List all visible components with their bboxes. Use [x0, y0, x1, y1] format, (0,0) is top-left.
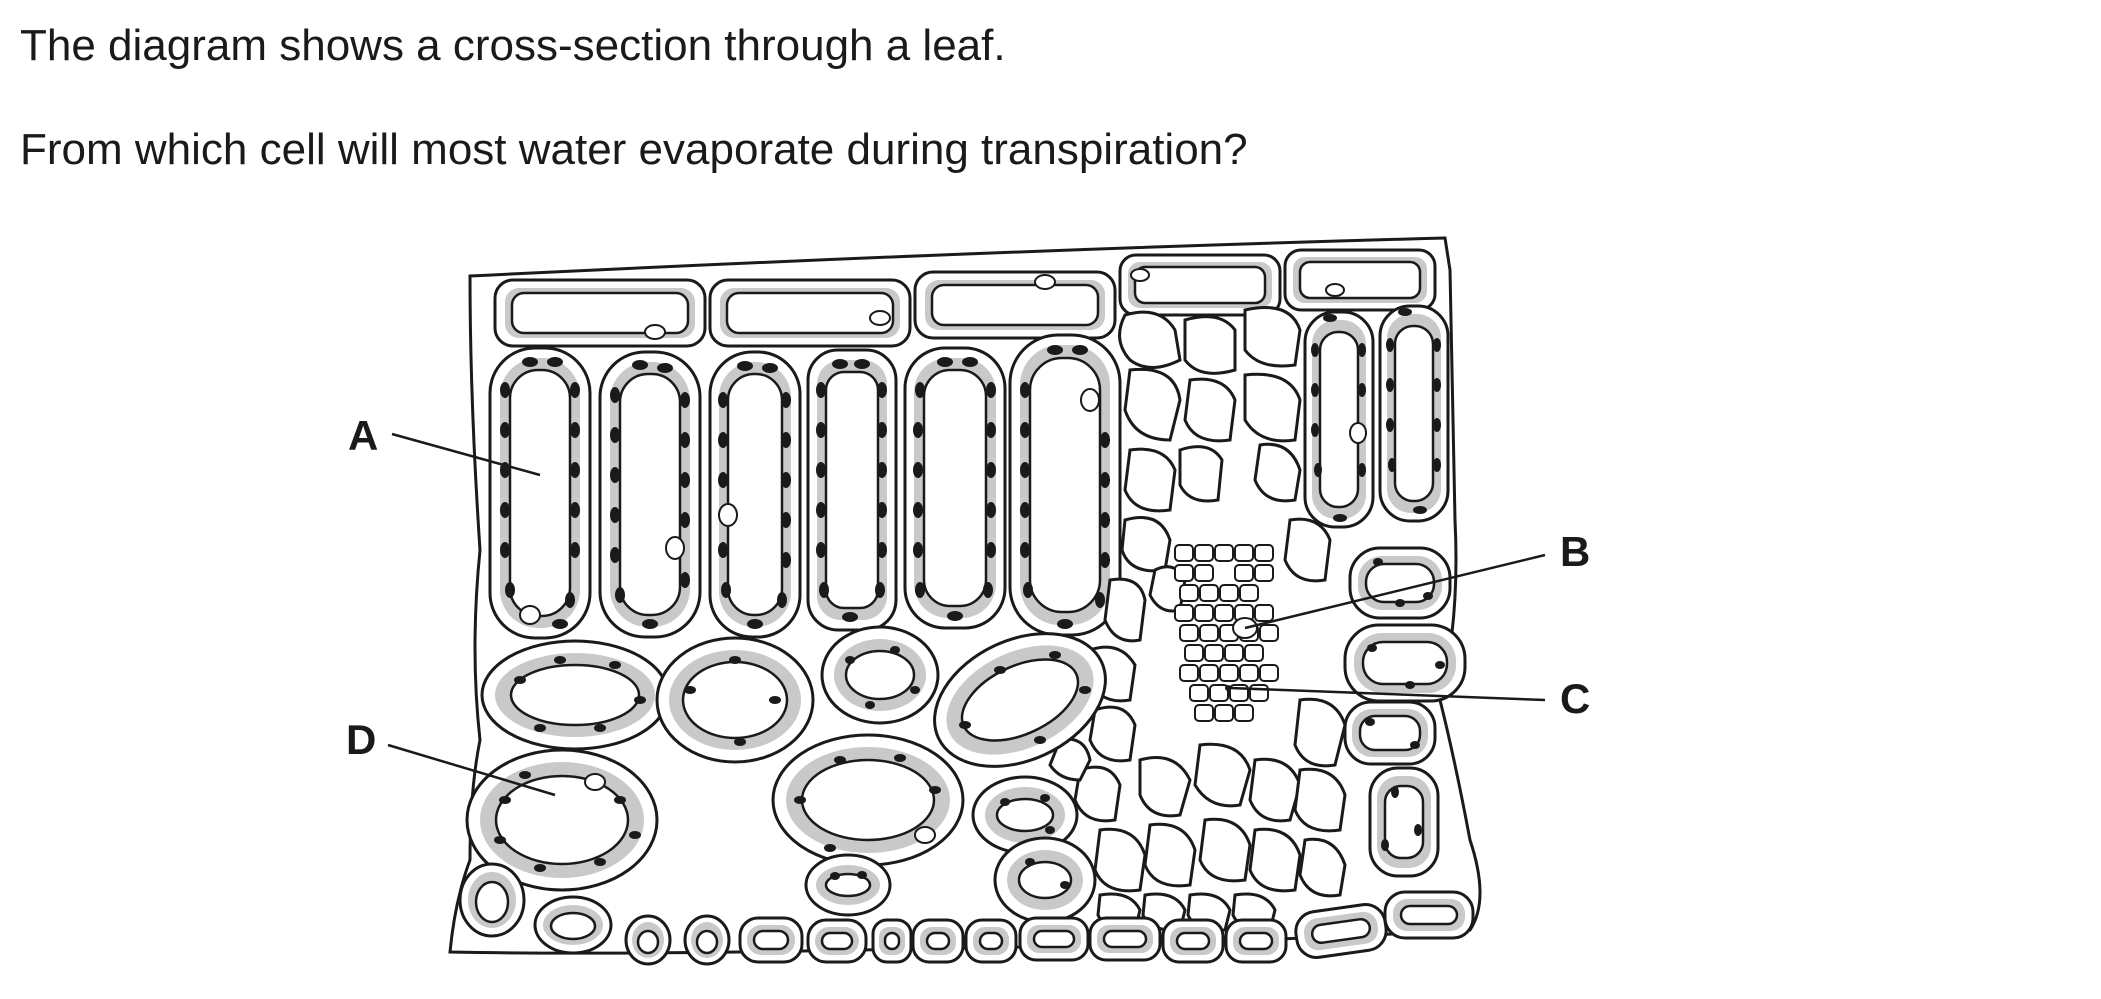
- palisade-mesophyll: [488, 304, 1450, 640]
- lower-epidermis: [458, 862, 1475, 966]
- label-c: C: [1560, 675, 1590, 722]
- right-spongy-cells: [1343, 546, 1467, 878]
- leader-line-c: [1229, 686, 1546, 702]
- xylem-phloem-cluster: [1174, 544, 1279, 722]
- label-d: D: [346, 716, 376, 763]
- phloem-cell-c: [1225, 685, 1231, 691]
- question-prompt: From which cell will most water evaporat…: [20, 125, 1248, 174]
- palisade-cell-a: [488, 346, 592, 640]
- leader-line-a: [391, 432, 541, 477]
- leader-line-b: [1244, 553, 1546, 630]
- label-a: A: [348, 412, 378, 459]
- question-intro: The diagram shows a cross-section throug…: [20, 21, 1006, 70]
- label-b: B: [1560, 528, 1590, 575]
- spongy-mesophyll: [465, 625, 1107, 924]
- spongy-cell-d: [465, 748, 659, 892]
- leader-line-d: [387, 743, 556, 797]
- upper-epidermis: [493, 248, 1437, 348]
